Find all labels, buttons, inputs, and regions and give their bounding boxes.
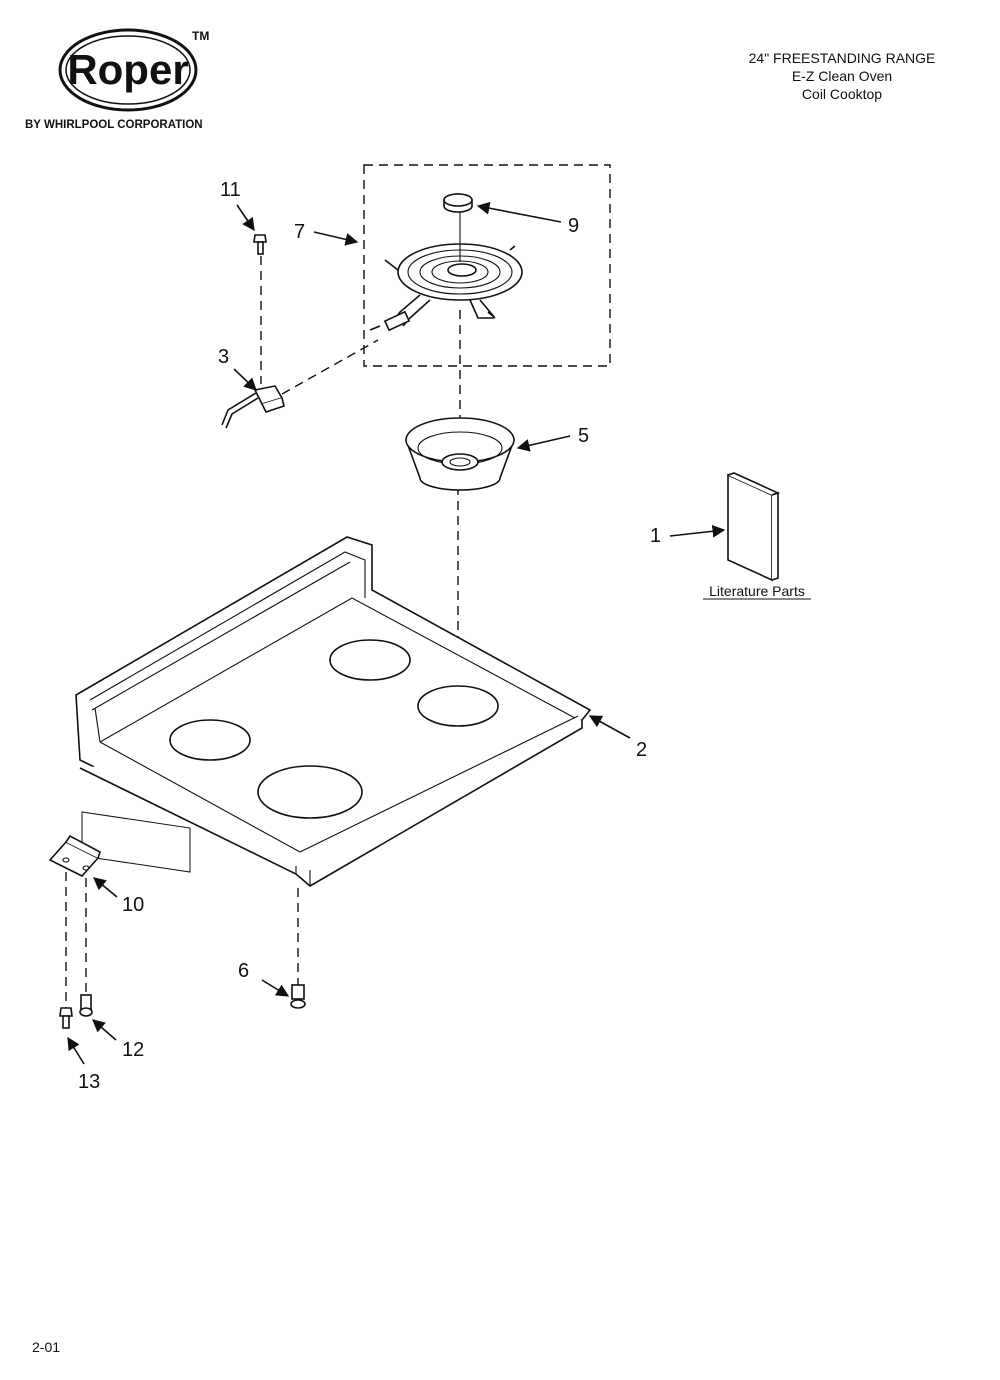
trademark-mark: TM	[192, 29, 209, 43]
part-2-cooktop	[75, 536, 592, 887]
part-1-literature	[727, 472, 781, 582]
arrow-12	[92, 1019, 117, 1041]
callout-5: 5	[578, 425, 589, 447]
callout-12: 12	[122, 1039, 144, 1061]
arrow-9	[476, 201, 562, 223]
callout-2: 2	[636, 739, 647, 761]
header-line-1: 24" FREESTANDING RANGE	[749, 50, 936, 66]
part-9-cap	[443, 193, 473, 213]
part-13-screw	[59, 1007, 73, 1029]
dash-line-3-to-7	[281, 339, 379, 395]
part-11-screw	[253, 234, 267, 255]
callout-10: 10	[122, 894, 144, 916]
header-line-2: E-Z Clean Oven	[792, 68, 892, 84]
arrow-6	[261, 979, 290, 997]
arrow-1	[669, 524, 726, 538]
callout-13: 13	[78, 1071, 100, 1093]
part-10-bracket	[48, 811, 191, 877]
arrow-10	[93, 877, 118, 898]
callout-7: 7	[294, 221, 305, 243]
arrow-11	[236, 204, 255, 232]
callout-1: 1	[650, 525, 661, 547]
callout-3: 3	[218, 346, 229, 368]
part-12-screw	[79, 994, 93, 1017]
literature-parts-label: Literature Parts	[709, 583, 805, 599]
brand-byline: BY WHIRLPOOL CORPORATION	[25, 119, 203, 131]
callout-11: 11	[220, 179, 241, 201]
part-5-drip-bowl	[405, 417, 515, 491]
part-7-surface-element	[369, 243, 523, 332]
arrow-3	[233, 368, 257, 391]
arrow-7	[313, 231, 359, 246]
arrow-13	[67, 1036, 85, 1065]
header-line-3: Coil Cooktop	[802, 86, 882, 102]
part-6-screw	[290, 984, 306, 1009]
element-assembly-box	[363, 164, 611, 367]
part-3-terminal-block	[221, 385, 285, 429]
arrow-2	[588, 715, 631, 739]
roper-logo: Roper TM	[58, 28, 209, 112]
arrow-5	[516, 435, 571, 452]
footer-code: 2-01	[32, 1339, 60, 1355]
callout-6: 6	[238, 960, 249, 982]
logo-text: Roper	[67, 46, 188, 93]
callout-9: 9	[568, 215, 579, 237]
